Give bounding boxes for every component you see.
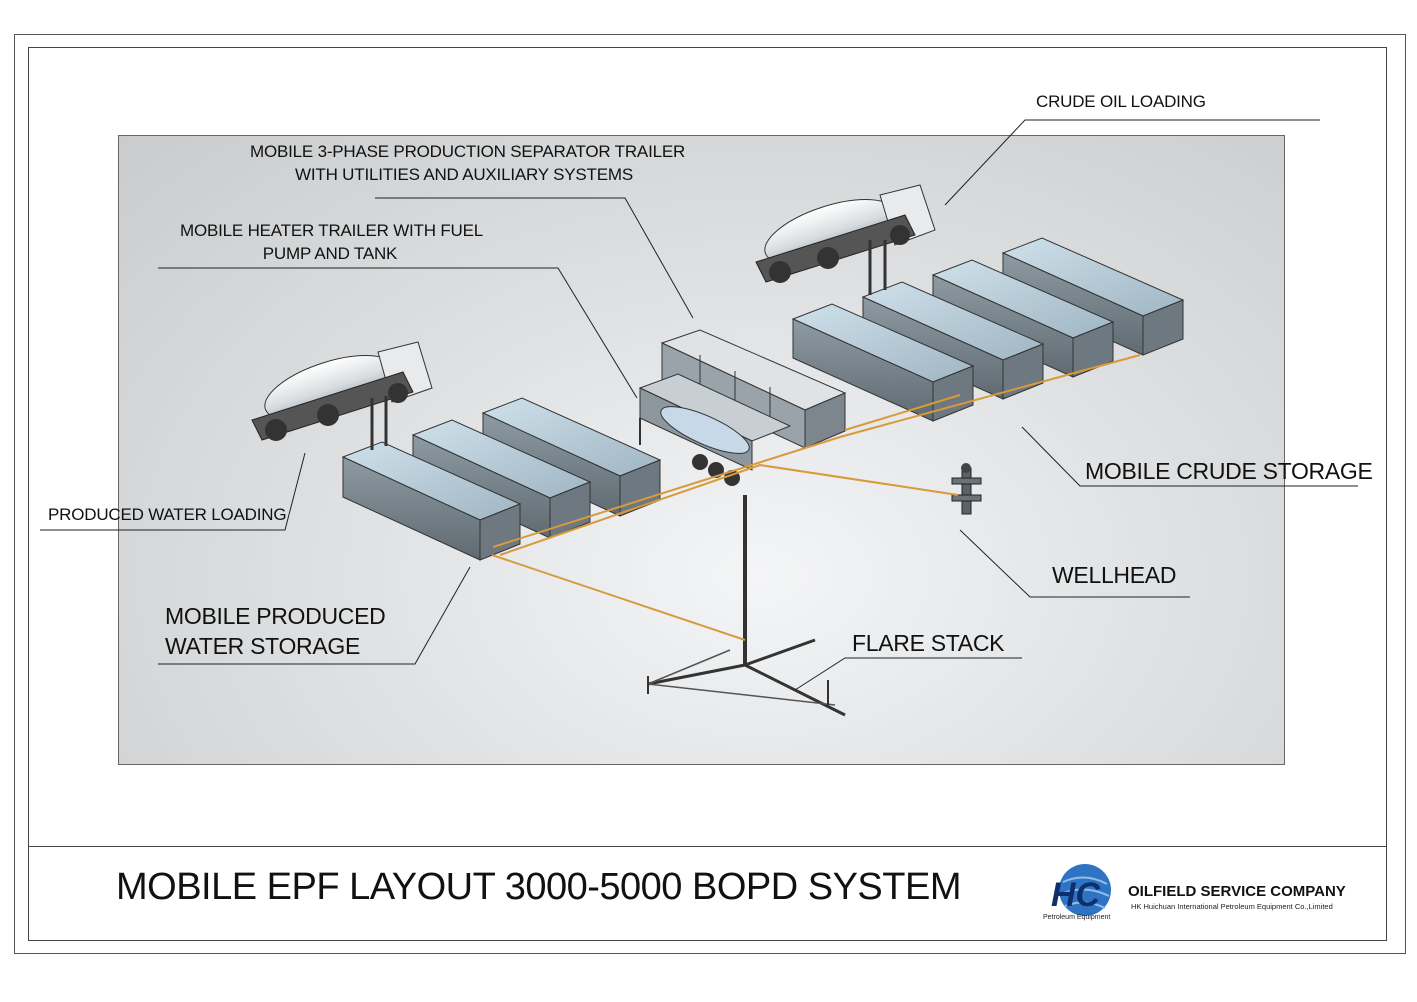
flare-stack-icon — [647, 495, 846, 717]
leader-lines — [40, 119, 1358, 691]
water-storage-label: MOBILE PRODUCED WATER STORAGE — [165, 603, 386, 660]
inner-frame — [28, 47, 1387, 941]
produced-water-loading-label: PRODUCED WATER LOADING — [48, 505, 287, 524]
company-name: OILFIELD SERVICE COMPANY — [1128, 883, 1346, 900]
wellhead-icon — [951, 463, 982, 515]
crude-oil-loading-truck — [755, 184, 936, 295]
produced-water-loading-truck — [251, 341, 433, 450]
pipeline — [491, 354, 1141, 641]
mobile-crude-storage-label: MOBILE CRUDE STORAGE — [1085, 458, 1373, 484]
separator-label-line2: WITH UTILITIES AND AUXILIARY SYSTEMS — [295, 165, 633, 185]
wellhead-label: WELLHEAD — [1052, 562, 1177, 588]
flare-stack-label: FLARE STACK — [852, 630, 1005, 656]
company-logo: HC — [1051, 864, 1111, 916]
logo-caption: Petroleum Equipment — [1043, 914, 1111, 921]
water-storage-label-line2: WATER STORAGE — [165, 632, 361, 659]
water-storage-label-line1: MOBILE PRODUCED — [165, 603, 386, 629]
separator-label-line1: MOBILE 3-PHASE PRODUCTION SEPARATOR TRAI… — [250, 142, 686, 161]
logo-lettering: HC — [1051, 876, 1101, 914]
heater-label-line2: PUMP AND TANK — [262, 244, 398, 264]
outer-frame — [14, 34, 1406, 954]
heater-trailer — [638, 373, 792, 486]
heater-label-line1: MOBILE HEATER TRAILER WITH FUEL — [180, 221, 483, 240]
separator-label: MOBILE 3-PHASE PRODUCTION SEPARATOR TRAI… — [250, 142, 686, 186]
crude-storage-tank — [791, 303, 975, 422]
company-subtitle: HK Huichuan International Petroleum Equi… — [1131, 902, 1333, 911]
drawing-title: MOBILE EPF LAYOUT 3000-5000 BOPD SYSTEM — [116, 866, 961, 908]
crude-oil-loading-label: CRUDE OIL LOADING — [1036, 92, 1206, 111]
drawing-area — [118, 135, 1285, 765]
water-storage-tank — [341, 441, 522, 561]
heater-label: MOBILE HEATER TRAILER WITH FUEL PUMP AND… — [180, 221, 483, 265]
title-block-divider — [28, 846, 1387, 847]
